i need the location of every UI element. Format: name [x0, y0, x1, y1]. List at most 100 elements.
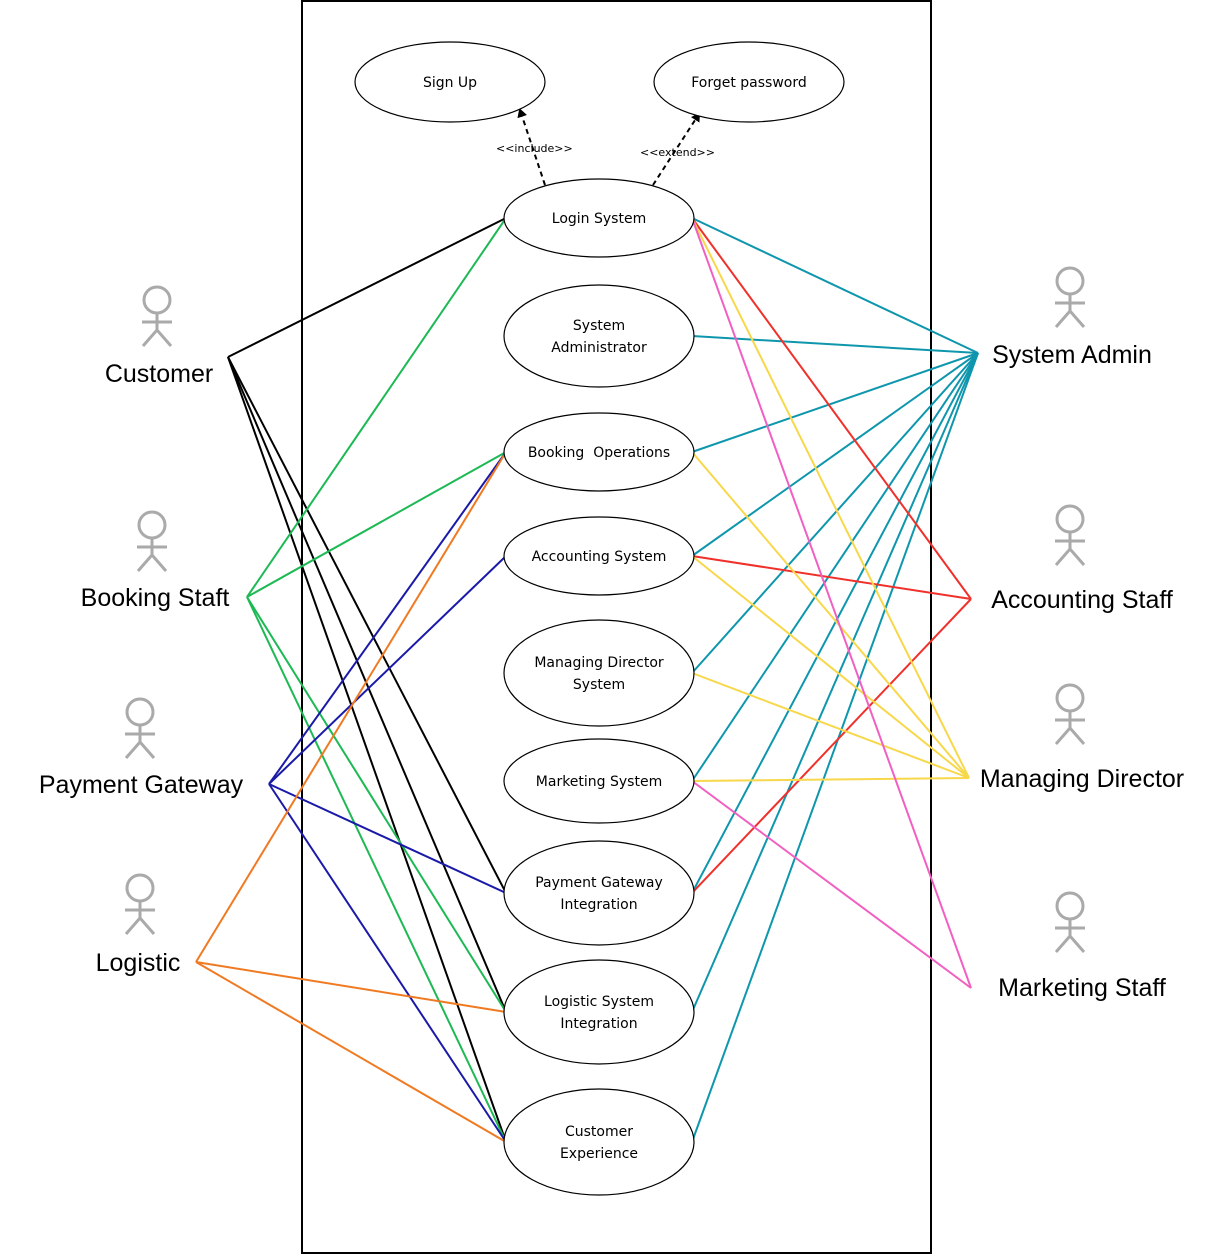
use-case-label: Accounting System: [532, 549, 667, 565]
use-case-label: Marketing System: [536, 774, 662, 790]
use-case-sign-up[interactable]: Sign Up: [354, 41, 546, 123]
use-case-booking-operations[interactable]: Booking Operations: [503, 412, 695, 492]
use-case-ellipse: [503, 738, 695, 824]
association-system_admin-customer_experience: [691, 352, 979, 1143]
use-case-label: Administrator: [551, 340, 647, 356]
use-case-label: Managing Director: [534, 655, 664, 671]
association-logistic-logistic_system_integration: [195, 961, 507, 1013]
association-managing_director-accounting_system: [691, 555, 970, 779]
actor-label: Managing Director: [980, 765, 1184, 793]
actor-booking-staff[interactable]: Booking Staft: [81, 510, 230, 612]
actor-marketing-staff[interactable]: Marketing Staff: [998, 891, 1166, 1002]
association-marketing_staff-login_system: [691, 217, 972, 989]
stick-figure-icon: [124, 697, 156, 759]
actor-label: Booking Staft: [81, 584, 230, 612]
association-customer-payment_gateway_integration: [227, 356, 507, 894]
actor-label: Customer: [105, 360, 213, 388]
association-payment_gateway-payment_gateway_integration: [268, 783, 507, 894]
actor-customer[interactable]: Customer: [105, 285, 213, 388]
extend-label: <<extend>>: [640, 146, 715, 159]
use-case-label: Integration: [560, 897, 637, 913]
use-case-label: System: [573, 318, 625, 334]
association-system_admin-booking_operations: [691, 352, 979, 453]
association-logistic-customer_experience: [195, 961, 507, 1143]
use-case-ellipse: [503, 840, 695, 946]
actor-managing-director[interactable]: Managing Director: [980, 683, 1184, 793]
use-case-label: Experience: [560, 1146, 638, 1162]
use-case-login-system[interactable]: Login System: [503, 178, 695, 258]
association-booking_staff-logistic_system_integration: [246, 596, 507, 1013]
actor-payment-gateway[interactable]: Payment Gateway: [39, 697, 244, 799]
association-booking_staff-login_system: [246, 217, 507, 598]
use-case-ellipse: [503, 412, 695, 492]
association-payment_gateway-booking_operations: [268, 451, 507, 785]
association-marketing_staff-marketing_system: [691, 780, 972, 989]
use-case-label: System: [573, 677, 625, 693]
association-customer-logistic_system_integration: [227, 356, 507, 1013]
dependency-relations: <<include>> <<extend>>: [496, 108, 715, 186]
use-case-ellipse: [503, 284, 695, 388]
association-lines: [195, 217, 979, 1143]
association-system_admin-payment_gateway_integration: [691, 352, 979, 894]
use-case-ellipse: [653, 41, 845, 123]
use-case-label: Payment Gateway: [535, 875, 663, 891]
actor-label: Accounting Staff: [991, 586, 1173, 614]
actor-label: System Admin: [992, 341, 1152, 369]
use-case-label: Forget password: [691, 75, 807, 91]
actor-accounting-staff[interactable]: Accounting Staff: [991, 504, 1173, 614]
stick-figure-icon: [141, 285, 173, 347]
use-case-label: Booking Operations: [528, 445, 670, 461]
use-case-ellipse: [503, 516, 695, 596]
association-system_admin-system_administrator: [691, 335, 979, 354]
include-arrow: [517, 108, 546, 186]
association-booking_staff-customer_experience: [246, 596, 507, 1143]
stick-figure-icon: [1054, 683, 1086, 745]
stick-figure-icon: [1054, 504, 1086, 566]
association-customer-customer_experience: [227, 356, 507, 1143]
use-case-ellipse: [354, 41, 546, 123]
use-case-accounting-system[interactable]: Accounting System: [503, 516, 695, 596]
association-system_admin-accounting_system: [691, 352, 979, 557]
use-case-label: Login System: [552, 211, 646, 227]
stick-figure-icon: [1054, 266, 1086, 328]
association-managing_director-managing_director_system: [691, 672, 970, 779]
use-case-label: Sign Up: [423, 75, 477, 91]
actor-system-admin[interactable]: System Admin: [992, 266, 1152, 369]
association-accounting_staff-payment_gateway_integration: [691, 598, 972, 894]
association-booking_staff-booking_operations: [246, 451, 507, 598]
association-managing_director-login_system: [691, 217, 970, 779]
association-payment_gateway-accounting_system: [268, 555, 507, 785]
actor-logistic[interactable]: Logistic: [96, 873, 181, 977]
use-case-label: Logistic System: [544, 994, 654, 1010]
association-system_admin-login_system: [691, 217, 979, 354]
association-managing_director-marketing_system: [691, 777, 970, 782]
use-case-ellipse: [503, 619, 695, 727]
use-case-label: Customer: [565, 1124, 633, 1140]
association-system_admin-managing_director_system: [691, 352, 979, 674]
use-case-ellipse: [503, 1088, 695, 1196]
system-boundary: [301, 0, 932, 1254]
use-case-ellipse: [503, 959, 695, 1065]
use-case-forget-password[interactable]: Forget password: [653, 41, 845, 123]
use-case-label: Integration: [560, 1016, 637, 1032]
association-payment_gateway-customer_experience: [268, 783, 507, 1143]
stick-figure-icon: [1054, 891, 1086, 953]
association-logistic-booking_operations: [195, 451, 507, 963]
association-managing_director-booking_operations: [691, 451, 970, 779]
include-label: <<include>>: [496, 142, 573, 155]
stick-figure-icon: [124, 873, 156, 935]
association-accounting_staff-accounting_system: [691, 555, 972, 600]
use-case-marketing-system[interactable]: Marketing System: [503, 738, 695, 824]
actor-label: Payment Gateway: [39, 771, 244, 799]
association-system_admin-marketing_system: [691, 352, 979, 782]
association-accounting_staff-login_system: [691, 217, 972, 600]
use-case-ellipse: [503, 178, 695, 258]
